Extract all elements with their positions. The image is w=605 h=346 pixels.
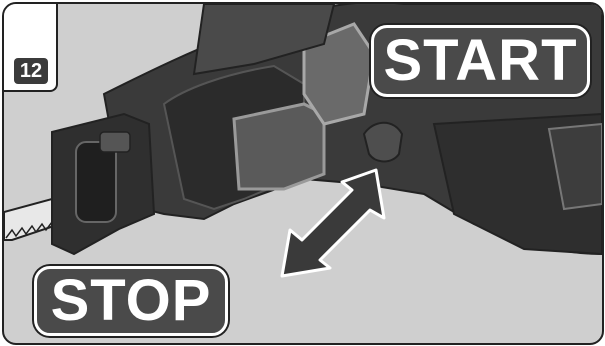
saw-shoe	[52, 114, 154, 254]
double-arrow-icon	[282, 170, 384, 276]
step-number: 12	[14, 58, 48, 84]
step-tab: 12	[4, 4, 58, 92]
start-label: START	[371, 25, 590, 97]
stop-label: STOP	[34, 266, 228, 336]
